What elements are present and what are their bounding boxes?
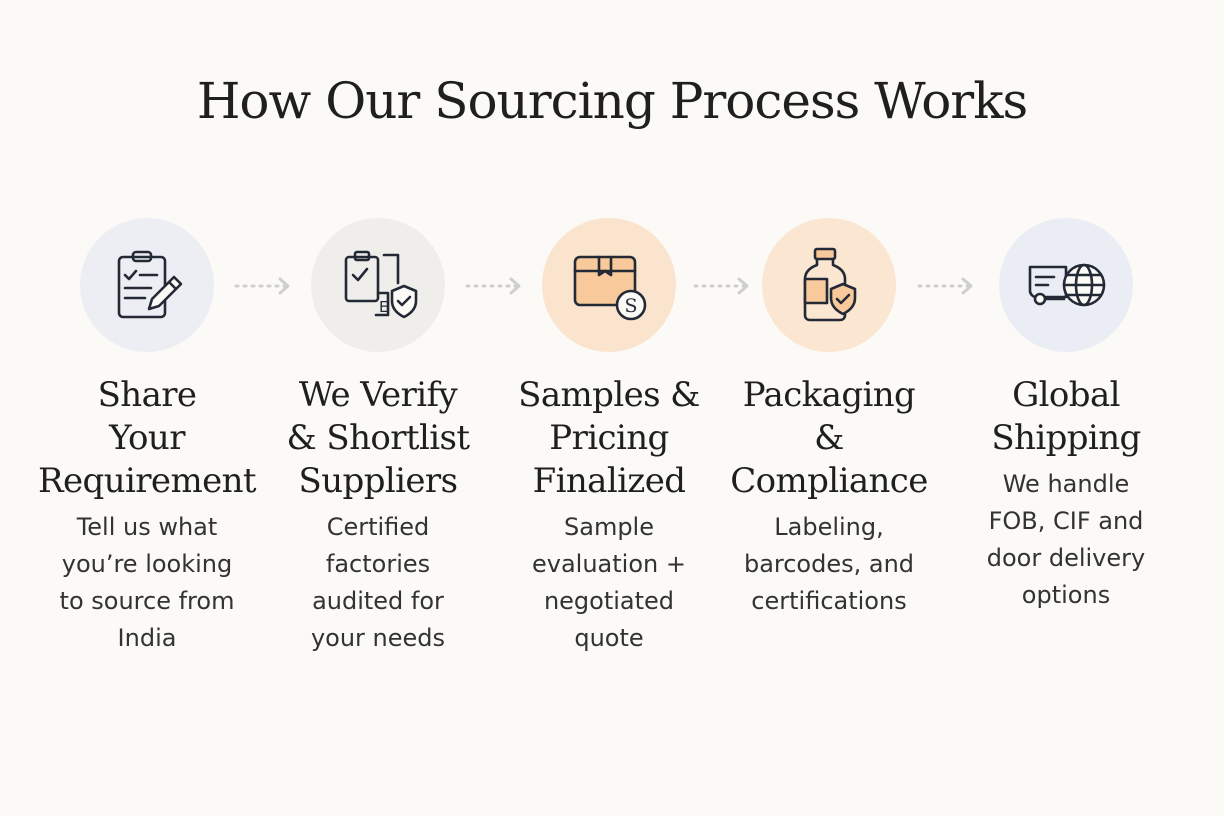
step-title: Share Your Requirement — [38, 375, 257, 501]
step-title: Packaging & Compliance — [730, 375, 928, 501]
step-description: Sample evaluation + negotiated quote — [532, 513, 686, 652]
step-connector-arrow-icon — [693, 277, 749, 295]
page-title: How Our Sourcing Process Works — [196, 72, 1028, 130]
step-icon-circle — [762, 218, 896, 352]
step-icon-circle: S — [542, 218, 676, 352]
coin-label: S — [624, 295, 637, 317]
step-description: We handle FOB, CIF and door delivery opt… — [986, 470, 1146, 609]
step-samples-pricing: S Samples & Pricing Finalized Sample eva… — [499, 218, 719, 657]
step-icon-circle — [80, 218, 214, 352]
step-icon-circle — [999, 218, 1133, 352]
step-title: Global Shipping — [991, 375, 1141, 458]
svg-text:E: E — [379, 298, 388, 316]
step-connector-arrow-icon — [465, 277, 521, 295]
bottle-shield-icon — [803, 247, 857, 322]
step-title: Samples & Pricing Finalized — [518, 375, 700, 501]
step-connector-arrow-icon — [917, 277, 973, 295]
step-packaging-compliance: Packaging & Compliance Labeling, barcode… — [719, 218, 939, 620]
box-dollar-icon: S — [573, 255, 647, 321]
clipboard-shield-icon: E — [344, 250, 418, 319]
step-description: Tell us what you’re looking to source fr… — [59, 513, 235, 652]
step-connector-arrow-icon — [234, 277, 290, 295]
step-title: We Verify & Shortlist Suppliers — [286, 375, 471, 501]
step-description: Labeling, barcodes, and certifications — [743, 513, 915, 615]
clipboard-pencil-icon — [117, 250, 183, 319]
truck-globe-icon — [1028, 263, 1106, 307]
step-share-requirement: Share Your Requirement Tell us what you’… — [37, 218, 257, 657]
step-description: Certified factories audited for your nee… — [310, 513, 446, 652]
step-verify-shortlist: E We Verify & Shortlist Suppliers Certif… — [268, 218, 488, 657]
step-icon-circle: E — [311, 218, 445, 352]
step-global-shipping: Global Shipping We handle FOB, CIF and d… — [956, 218, 1176, 614]
